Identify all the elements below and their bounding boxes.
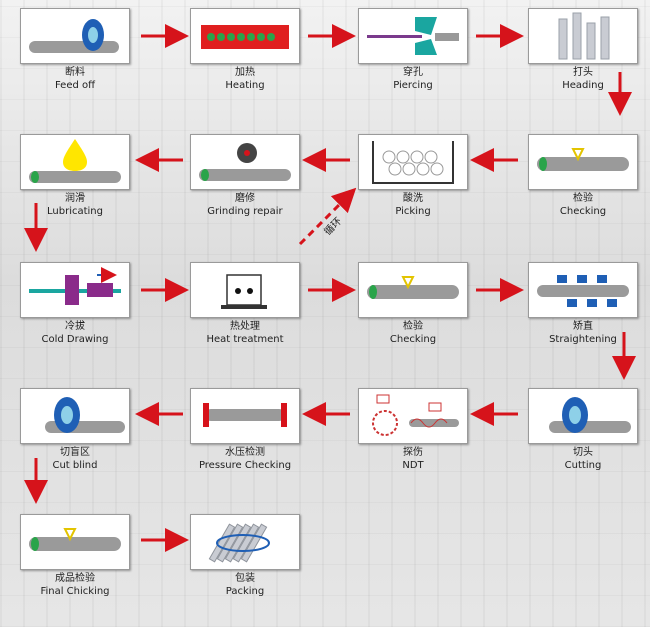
step-en: NDT	[402, 460, 424, 471]
step-en: Final Chicking	[40, 586, 110, 597]
step-grinding-repair: 磨修 Grinding repair	[190, 134, 300, 218]
step-en: Heating	[225, 80, 265, 91]
step-en: Straightening	[549, 334, 617, 345]
grinding-image	[190, 134, 300, 190]
step-en: Picking	[395, 206, 431, 217]
picking-image	[358, 134, 468, 190]
step-zh: 检验	[573, 193, 593, 204]
step-zh: 断料	[65, 67, 85, 78]
step-en: Grinding repair	[207, 206, 283, 217]
step-checking-2: 检验 Checking	[358, 262, 468, 346]
step-final-checking: 成品检验 Final Chicking	[20, 514, 130, 598]
heading-image	[528, 8, 638, 64]
step-zh: 打头	[573, 67, 593, 78]
step-en: Checking	[559, 206, 607, 217]
step-straightening: 矫直 Straightening	[528, 262, 638, 346]
step-zh: 检验	[403, 321, 423, 332]
step-zh: 探伤	[403, 447, 423, 458]
step-en: Pressure Checking	[198, 460, 292, 471]
lubricating-image	[20, 134, 130, 190]
step-zh: 穿孔	[403, 67, 423, 78]
step-en: Cutting	[564, 460, 602, 471]
step-zh: 酸洗	[403, 193, 423, 204]
step-heat-treatment: 热处理 Heat treatment	[190, 262, 300, 346]
loop-arrow	[298, 187, 357, 246]
step-pressure-checking: 水压检测 Pressure Checking	[190, 388, 300, 472]
straightening-image	[528, 262, 638, 318]
step-lubricating: 润滑 Lubricating	[20, 134, 130, 218]
step-en: Checking	[389, 334, 437, 345]
checking-image	[528, 134, 638, 190]
ndt-image	[358, 388, 468, 444]
step-en: Packing	[225, 586, 265, 597]
heating-image	[190, 8, 300, 64]
step-feed-off: 断料 Feed off	[20, 8, 130, 92]
step-zh: 水压检测	[225, 447, 265, 458]
step-cold-drawing: 冷拔 Cold Drawing	[20, 262, 130, 346]
checking-image	[358, 262, 468, 318]
step-en: Piercing	[393, 80, 433, 91]
cut-blind-image	[20, 388, 130, 444]
step-zh: 成品检验	[55, 573, 95, 584]
step-en: Lubricating	[47, 206, 103, 217]
heat-treatment-image	[190, 262, 300, 318]
step-en: Heat treatment	[206, 334, 284, 345]
step-zh: 润滑	[65, 193, 85, 204]
step-cutting: 切头 Cutting	[528, 388, 638, 472]
step-en: Cut blind	[52, 460, 98, 471]
final-checking-image	[20, 514, 130, 570]
step-picking: 酸洗 Picking	[358, 134, 468, 218]
packing-image	[190, 514, 300, 570]
step-packing: 包装 Packing	[190, 514, 300, 598]
step-en: Cold Drawing	[41, 334, 109, 345]
step-zh: 热处理	[230, 321, 260, 332]
step-piercing: 穿孔 Piercing	[358, 8, 468, 92]
step-heating: 加热 Heating	[190, 8, 300, 92]
step-zh: 磨修	[235, 193, 255, 204]
step-zh: 加热	[235, 67, 255, 78]
step-checking-1: 检验 Checking	[528, 134, 638, 218]
step-zh: 切头	[573, 447, 593, 458]
step-heading: 打头 Heading	[528, 8, 638, 92]
feed-off-image	[20, 8, 130, 64]
step-zh: 冷拔	[65, 321, 85, 332]
cutting-image	[528, 388, 638, 444]
step-ndt: 探伤 NDT	[358, 388, 468, 472]
pressure-checking-image	[190, 388, 300, 444]
step-en: Feed off	[54, 80, 96, 91]
step-zh: 矫直	[573, 321, 593, 332]
step-zh: 切盲区	[60, 447, 90, 458]
step-cut-blind: 切盲区 Cut blind	[20, 388, 130, 472]
step-zh: 包装	[235, 573, 255, 584]
cold-drawing-image	[20, 262, 130, 318]
step-en: Heading	[562, 80, 604, 91]
piercing-image	[358, 8, 468, 64]
